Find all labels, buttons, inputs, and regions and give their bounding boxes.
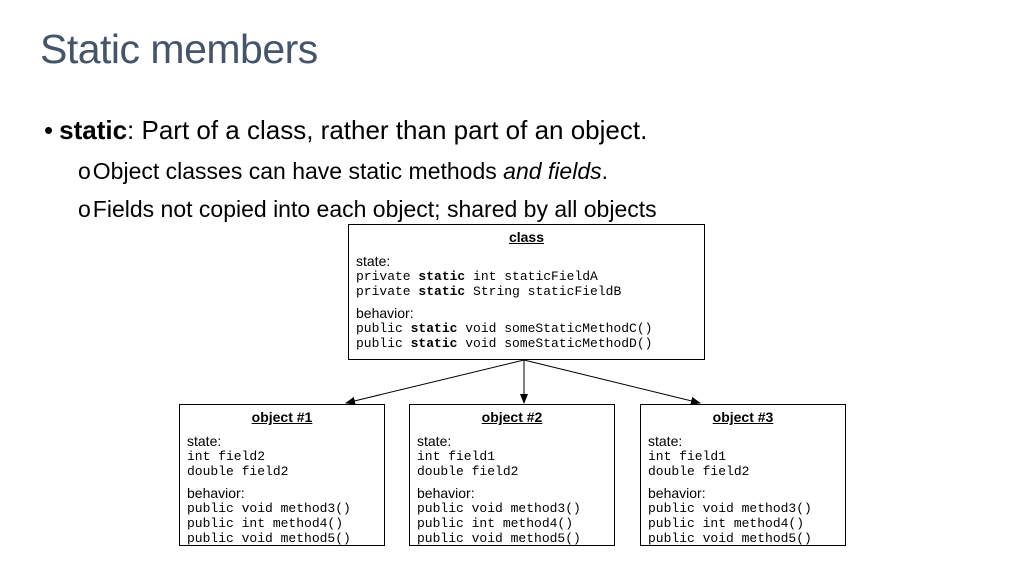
object-box-title: object #3 bbox=[712, 409, 774, 425]
bullet-main-text: : Part of a class, rather than part of a… bbox=[127, 115, 648, 145]
object-state-label: state: bbox=[417, 433, 452, 449]
object-behavior-label: behavior: bbox=[648, 485, 706, 501]
sub-bullet-1-end: . bbox=[601, 158, 609, 184]
slide-title: Static members bbox=[40, 26, 318, 72]
object-behavior-label: behavior: bbox=[187, 485, 245, 501]
sub-bullet-1-text: Object classes can have static methods bbox=[92, 158, 504, 184]
bullet-main: •static: Part of a class, rather than pa… bbox=[44, 115, 647, 146]
object-state-line: double field2 bbox=[648, 464, 750, 479]
sub-bullet-2: oFields not copied into each object; sha… bbox=[78, 196, 657, 223]
bullet-dot: • bbox=[44, 115, 54, 145]
object-behavior-line: public void method3() bbox=[648, 501, 812, 516]
object-state-line: int field1 bbox=[648, 449, 727, 464]
class-box-title: class bbox=[508, 229, 545, 245]
object-behavior-line: public int method4() bbox=[417, 516, 574, 531]
object-state-label: state: bbox=[648, 433, 683, 449]
class-box: class state: private static int staticFi… bbox=[348, 224, 705, 360]
object-behavior-line: public void method5() bbox=[417, 531, 581, 546]
class-state-line: private static String staticFieldB bbox=[356, 284, 622, 299]
object-state-line: int field1 bbox=[417, 449, 496, 464]
object-behavior-line: public int method4() bbox=[187, 516, 344, 531]
object-state-line: int field2 bbox=[187, 449, 266, 464]
sub-bullet-2-text: Fields not copied into each object; shar… bbox=[92, 196, 657, 222]
sub-bullet-1-italic: and fields bbox=[503, 158, 602, 184]
class-state-label: state: bbox=[356, 253, 391, 269]
sub-bullet-marker: o bbox=[78, 196, 91, 222]
arrow-to-object-1 bbox=[345, 359, 525, 405]
class-behavior-line: public static void someStaticMethodD() bbox=[356, 336, 653, 351]
object-behavior-line: public void method3() bbox=[187, 501, 351, 516]
class-behavior-line: public static void someStaticMethodC() bbox=[356, 321, 653, 336]
object-state-label: state: bbox=[187, 433, 222, 449]
sub-bullet-1: oObject classes can have static methods … bbox=[78, 158, 608, 185]
object-box-title: object #2 bbox=[481, 409, 543, 425]
object-behavior-line: public void method3() bbox=[417, 501, 581, 516]
object-behavior-line: public void method5() bbox=[648, 531, 812, 546]
object-state-line: double field2 bbox=[187, 464, 289, 479]
object-box-3: object #3 state: int field1 double field… bbox=[640, 404, 846, 546]
object-behavior-label: behavior: bbox=[417, 485, 475, 501]
object-state-line: double field2 bbox=[417, 464, 519, 479]
class-behavior-label: behavior: bbox=[356, 305, 414, 321]
arrow-to-object-3 bbox=[523, 359, 701, 405]
class-state-line: private static int staticFieldA bbox=[356, 269, 598, 284]
object-box-title: object #1 bbox=[251, 409, 313, 425]
object-box-1: object #1 state: int field2 double field… bbox=[179, 404, 385, 546]
object-box-2: object #2 state: int field1 double field… bbox=[409, 404, 615, 546]
bullet-keyword: static bbox=[59, 115, 128, 145]
object-behavior-line: public int method4() bbox=[648, 516, 805, 531]
object-behavior-line: public void method5() bbox=[187, 531, 351, 546]
sub-bullet-marker: o bbox=[78, 158, 91, 184]
